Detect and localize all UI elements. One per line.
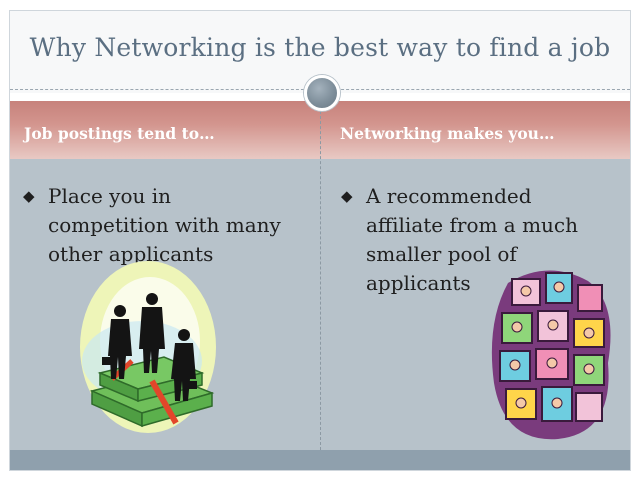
- bullet-line: smaller pool of: [366, 242, 517, 266]
- bullet-diamond-icon: ◆: [23, 187, 35, 205]
- bullet-line: Place you in: [48, 184, 172, 208]
- slide: Why Networking is the best way to find a…: [9, 10, 631, 471]
- businessmen-on-money-icon: [80, 261, 216, 433]
- right-bullet: ◆ A recommended affiliate from a much sm…: [341, 182, 612, 298]
- column-divider: [320, 101, 321, 450]
- left-bullet: ◆ Place you in competition with many oth…: [23, 182, 304, 269]
- bullet-line: applicants: [366, 271, 471, 295]
- bullet-line: other applicants: [48, 242, 214, 266]
- right-column-heading: Networking makes you…: [340, 124, 555, 143]
- bullet-line: A recommended: [366, 184, 532, 208]
- bullet-line: affiliate from a much: [366, 213, 579, 237]
- footer-band: [10, 450, 630, 470]
- office-windows-people-icon: [491, 270, 611, 440]
- bullet-line: competition with many: [48, 213, 281, 237]
- circle-ornament-icon: [304, 75, 340, 111]
- bullet-diamond-icon: ◆: [341, 187, 353, 205]
- slide-title: Why Networking is the best way to find a…: [29, 33, 611, 62]
- left-column-heading: Job postings tend to…: [24, 124, 215, 143]
